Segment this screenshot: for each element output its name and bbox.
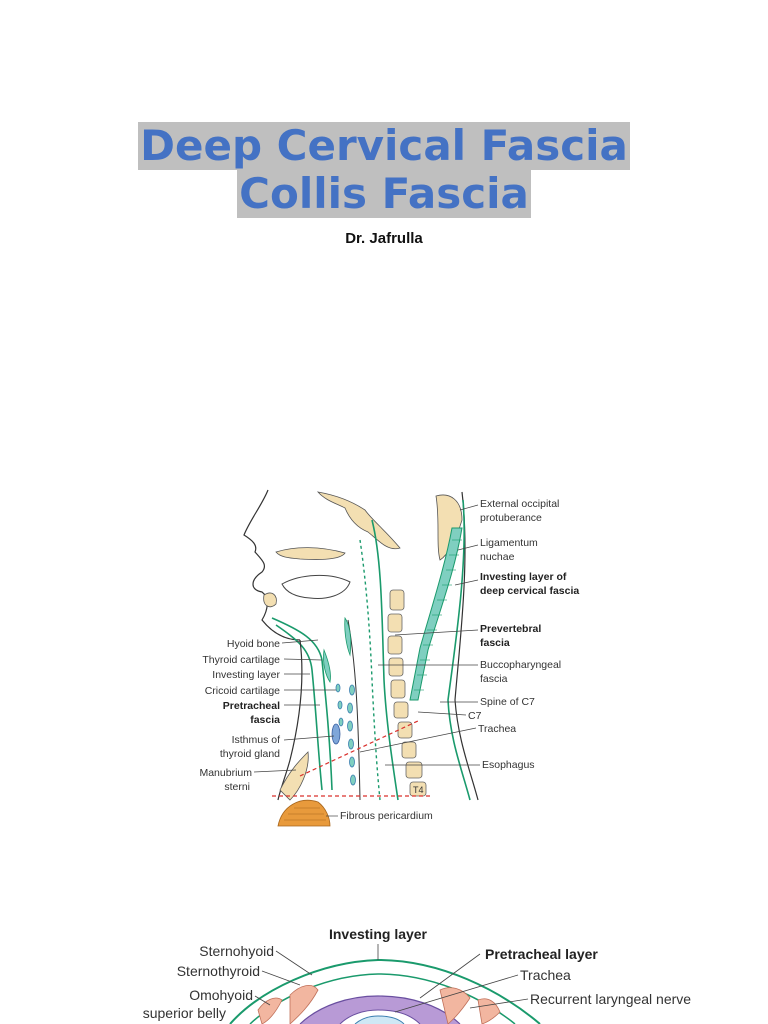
label-bucco-2: fascia — [480, 673, 508, 685]
manubrium — [279, 751, 309, 801]
trachea-rings — [347, 684, 356, 786]
pretracheal-fascia — [271, 617, 333, 791]
ligamentum-nuchae — [409, 527, 463, 701]
label-spine-c7: Spine of C7 — [480, 696, 535, 708]
label-pretracheal-layer: Pretracheal layer — [485, 946, 598, 962]
thyroid-cartilage — [323, 648, 331, 684]
label-lig-1: Ligamentum — [480, 537, 538, 549]
transverse-neck-figure: Investing layer Pretracheal layer Trache… — [143, 926, 691, 1024]
investing-layer-anterior — [275, 624, 323, 791]
left-leaders — [253, 639, 336, 773]
label-ext-occ-1: External occipital — [480, 498, 559, 510]
label-sternothyroid: Sternothyroid — [177, 963, 260, 979]
title-line-1: Deep Cervical Fascia — [138, 121, 630, 170]
label-omohyoid-2: superior belly — [143, 1005, 226, 1021]
label-pericardium: Fibrous pericardium — [340, 810, 433, 822]
right-leaders — [326, 504, 480, 817]
label-invest-2: deep cervical fascia — [480, 585, 579, 597]
label-invest-1: Investing layer of — [480, 571, 567, 583]
sternohyoid-muscle-right — [439, 987, 471, 1024]
label-prevert-1: Prevertebral — [480, 623, 541, 635]
omohyoid-muscle-right — [477, 998, 501, 1024]
investing-layer-posterior — [447, 499, 471, 801]
label-lig-2: nuchae — [480, 551, 515, 563]
larynx-rings — [335, 683, 344, 727]
label-sternohyoid: Sternohyoid — [199, 943, 274, 959]
prevertebral-fascia — [371, 519, 399, 801]
label-bucco-1: Buccopharyngeal — [480, 659, 561, 671]
buccopharyngeal-fascia — [359, 539, 381, 801]
sternohyoid-muscle-left — [289, 985, 319, 1024]
label-cricoid: Cricoid cartilage — [205, 685, 280, 697]
label-isthmus-2: thyroid gland — [220, 748, 280, 760]
label-esophagus: Esophagus — [482, 759, 535, 771]
label-hyoid: Hyoid bone — [227, 638, 280, 650]
skull-base — [316, 491, 401, 550]
title-block: Deep Cervical Fascia Collis Fascia — [0, 122, 768, 218]
label-c7: C7 — [468, 710, 482, 722]
omohyoid-muscle-left — [257, 997, 283, 1024]
label-investing: Investing layer — [212, 669, 280, 681]
tongue-outline — [281, 574, 351, 599]
label-omohyoid-1: Omohyoid — [189, 987, 253, 1003]
ligament-stripes — [414, 539, 462, 691]
t4-label: T4 — [413, 785, 424, 795]
author-name: Dr. Jafrulla — [345, 230, 423, 247]
label-manubrium-2: sterni — [224, 781, 250, 793]
vertebral-column — [387, 589, 427, 797]
label-trachea-2: Trachea — [520, 967, 571, 983]
palate-bone — [275, 547, 346, 560]
thyroid-isthmus — [331, 723, 341, 745]
label-pretracheal-2: fascia — [250, 714, 280, 726]
label-manubrium-1: Manubrium — [199, 767, 252, 779]
trachea-lumen — [354, 1015, 405, 1024]
red-dash-upper — [299, 719, 421, 777]
label-trachea: Trachea — [478, 723, 516, 735]
face-outline — [243, 489, 301, 641]
title-line-2: Collis Fascia — [237, 169, 531, 218]
label-isthmus-1: Isthmus of — [232, 734, 281, 746]
mandible-bone — [263, 592, 277, 608]
label-recurrent: Recurrent laryngeal nerve — [530, 991, 691, 1007]
label-thyroid-cart: Thyroid cartilage — [202, 654, 280, 666]
pericardium-hatching — [284, 807, 326, 821]
label-ext-occ-2: protuberance — [480, 512, 542, 524]
epiglottis — [344, 616, 352, 657]
label-pretracheal-1: Pretracheal — [223, 700, 280, 712]
fibrous-pericardium — [277, 800, 331, 827]
label-investing-layer: Investing layer — [329, 926, 428, 942]
label-prevert-2: fascia — [480, 637, 510, 649]
